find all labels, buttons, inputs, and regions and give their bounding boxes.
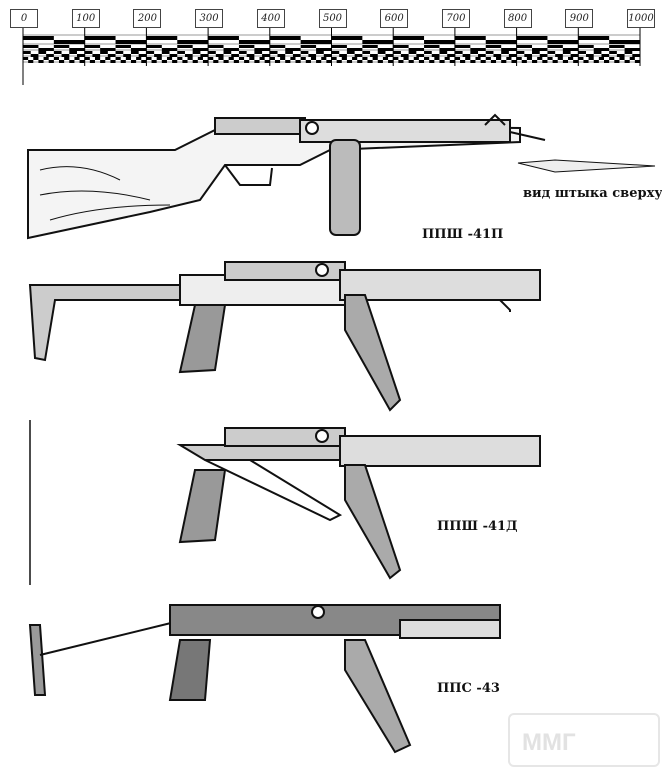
ruler-bands: [22, 25, 641, 85]
ruler-tick-label: 500: [318, 9, 347, 28]
ppsh-folding-stock-drawing: [28, 261, 541, 412]
mmg-watermark-logo: ММГ: [508, 713, 660, 767]
ruler-tick-label: 700: [441, 9, 470, 28]
ruler-tick-label: 900: [565, 9, 594, 28]
bayonet-view-label: вид штыка сверху: [523, 186, 662, 201]
pps-43-drawing: [28, 604, 501, 754]
pps-43-label: ППС -43: [437, 681, 500, 696]
ruler-tick-label: 1000: [627, 9, 655, 28]
scale-ruler: [0, 0, 662, 94]
ruler-tick-label: 800: [503, 9, 532, 28]
ppsh-41p-label: ППШ -41П: [422, 227, 504, 242]
ruler-tick-label: 600: [380, 9, 409, 28]
ruler-tick-label: 400: [256, 9, 285, 28]
watermark-text: ММГ: [522, 729, 576, 756]
ruler-tick-label: 100: [71, 9, 100, 28]
ppsh-41p-drawing: [27, 113, 656, 240]
ppsh-41d-drawing: [176, 427, 541, 580]
ruler-tick-label: 300: [195, 9, 224, 28]
ppsh-41d-label: ППШ -41Д: [437, 519, 518, 534]
ruler-tick-label: 200: [133, 9, 162, 28]
ruler-tick-label: 0: [10, 9, 38, 28]
